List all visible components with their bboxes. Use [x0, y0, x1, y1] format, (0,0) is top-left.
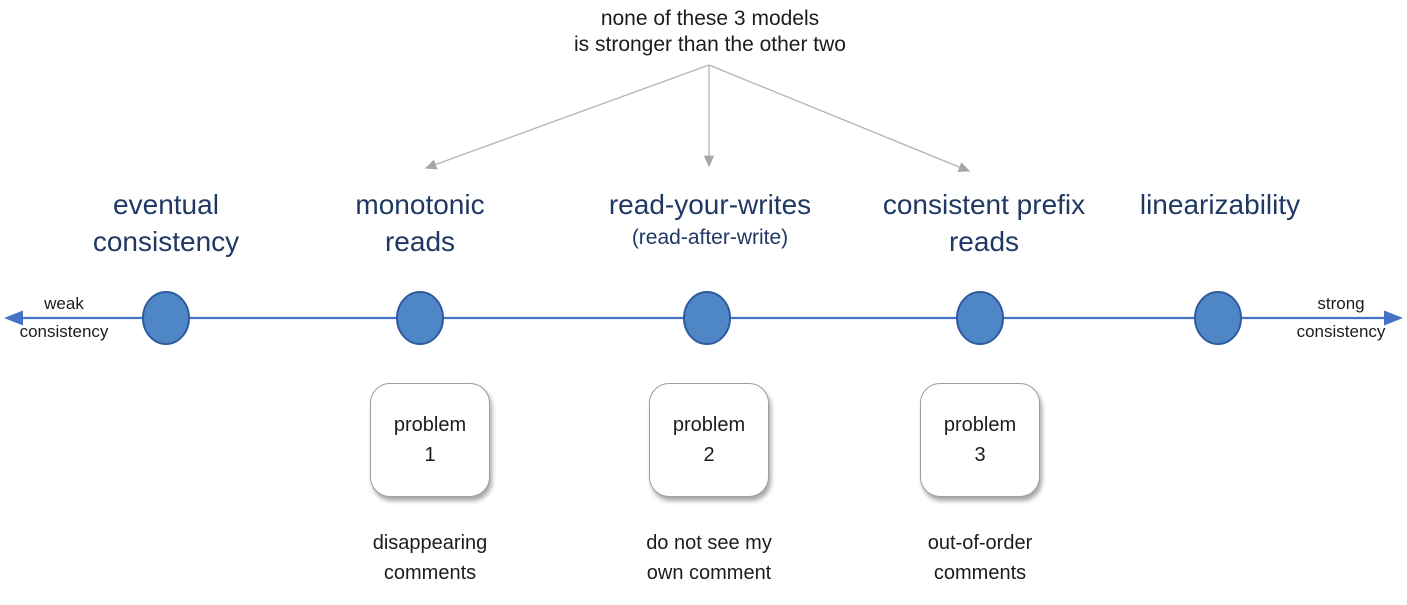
weak-consistency-label: weak consistency — [20, 290, 109, 346]
axis-label-line: weak — [44, 294, 84, 313]
axis-arrowhead-right-icon — [1384, 310, 1403, 326]
model-label-linearizability: linearizability — [1140, 186, 1300, 223]
annotation-none-stronger: none of these 3 models is stronger than … — [574, 6, 846, 58]
problem-number: 1 — [424, 444, 436, 466]
problem-box-2: problem 2 — [649, 383, 769, 497]
model-label-eventual-consistency: eventual consistency — [93, 186, 239, 260]
caption-line: comments — [933, 562, 1027, 584]
problem-word: problem — [393, 414, 467, 436]
strong-consistency-label: strong consistency — [1297, 290, 1386, 346]
caption-line: own comment — [646, 562, 772, 584]
model-points — [142, 291, 1242, 345]
fan-arrow-left-icon — [424, 64, 710, 170]
model-label-line: reads — [384, 226, 456, 257]
caption-line: comments — [383, 562, 477, 584]
axis-label-line: consistency — [19, 322, 109, 341]
model-label-subline: (read-after-write) — [631, 226, 789, 249]
model-label-line: eventual — [113, 189, 219, 220]
annotation-line-2: is stronger than the other two — [574, 33, 846, 56]
caption-problem-1: disappearing comments — [373, 528, 488, 588]
model-label-monotonic-reads: monotonic reads — [355, 186, 484, 260]
problem-box-3: problem 3 — [920, 383, 1040, 497]
caption-line: out-of-order — [927, 532, 1033, 554]
problem-word: problem — [672, 414, 746, 436]
model-label-read-your-writes: read-your-writes (read-after-write) — [609, 186, 811, 253]
axis-label-line: consistency — [1296, 322, 1386, 341]
model-point-eventual-consistency — [142, 291, 190, 345]
problem-word: problem — [943, 414, 1017, 436]
model-point-read-your-writes — [683, 291, 731, 345]
caption-line: disappearing — [372, 532, 488, 554]
caption-problem-2: do not see my own comment — [646, 528, 772, 588]
model-point-monotonic-reads — [396, 291, 444, 345]
caption-line: do not see my — [646, 532, 772, 554]
model-point-linearizability — [1194, 291, 1242, 345]
model-point-consistent-prefix-reads — [956, 291, 1004, 345]
fan-arrows — [424, 64, 971, 172]
model-label-line: read-your-writes — [608, 189, 812, 220]
model-label-line: monotonic — [355, 189, 485, 220]
problem-box-1: problem 1 — [370, 383, 490, 497]
axis-label-line: strong — [1317, 294, 1365, 313]
caption-problem-3: out-of-order comments — [928, 528, 1033, 588]
annotation-line-1: none of these 3 models — [600, 7, 820, 30]
fan-arrow-right-icon — [708, 64, 971, 172]
consistency-spectrum-axis — [4, 310, 1403, 326]
model-label-line: consistency — [92, 226, 240, 257]
model-label-consistent-prefix-reads: consistent prefix reads — [883, 186, 1085, 260]
model-label-line: consistent prefix — [882, 189, 1086, 220]
problem-number: 3 — [974, 444, 986, 466]
model-label-line: reads — [948, 226, 1020, 257]
model-label-line: linearizability — [1139, 189, 1301, 220]
problem-number: 2 — [703, 444, 715, 466]
